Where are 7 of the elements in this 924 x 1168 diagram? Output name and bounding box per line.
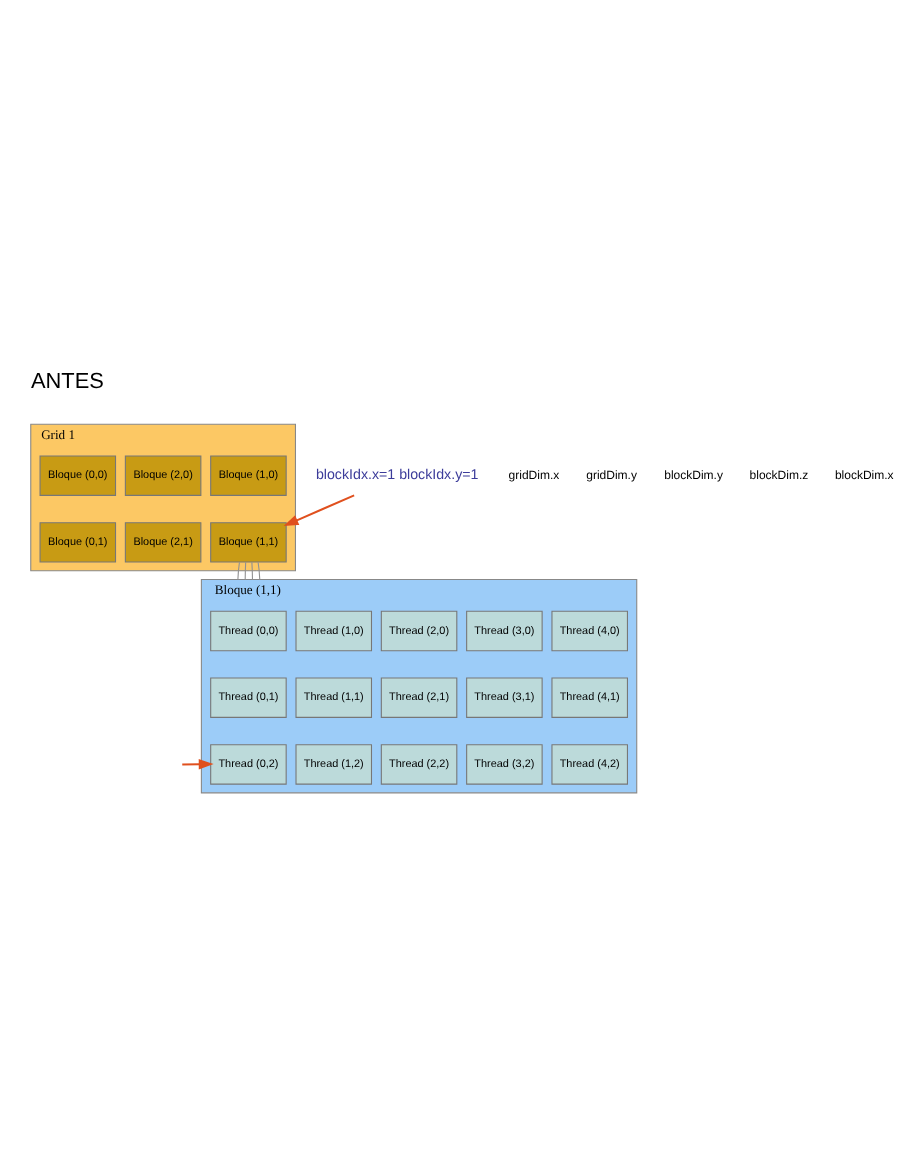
diagram-title: ANTES [30, 370, 104, 395]
arrow [181, 759, 214, 770]
arrow [283, 494, 356, 527]
connector [237, 561, 240, 581]
connector [257, 561, 261, 581]
connector [244, 561, 247, 581]
connector [251, 561, 254, 581]
